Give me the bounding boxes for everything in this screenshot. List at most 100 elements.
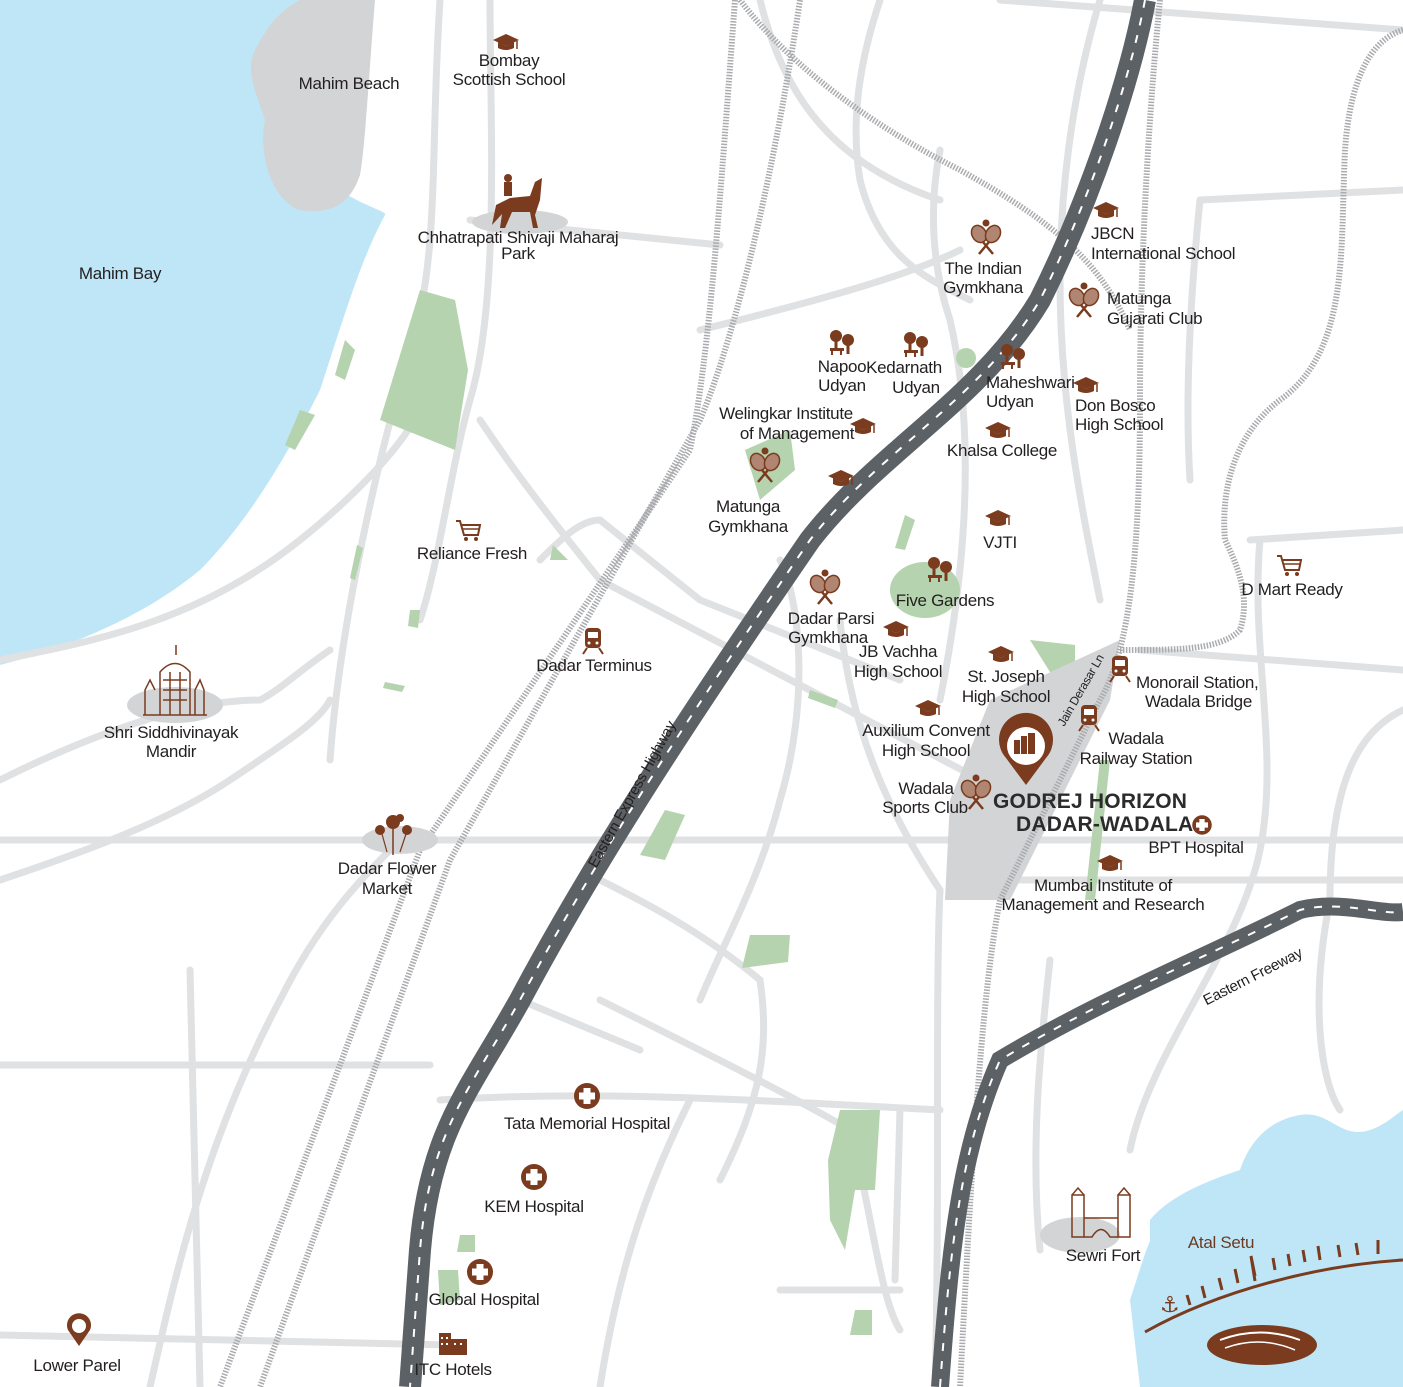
label-bombay-scottish-2[interactable]: Scottish School bbox=[452, 70, 566, 89]
label-five-gardens[interactable]: Five Gardens bbox=[895, 591, 995, 610]
hospital-cross-icon bbox=[467, 1259, 493, 1285]
label-st-joseph-2[interactable]: High School bbox=[961, 687, 1051, 706]
label-st-joseph-1[interactable]: St. Joseph bbox=[967, 667, 1045, 686]
label-khalsa[interactable]: Khalsa College bbox=[946, 441, 1058, 460]
label-don-bosco-1[interactable]: Don Bosco bbox=[1075, 396, 1156, 415]
label-jb-vachha-1[interactable]: JB Vachha bbox=[858, 642, 938, 661]
park-trees-icon bbox=[830, 330, 854, 355]
project-name-line2[interactable]: DADAR-WADALA bbox=[1016, 813, 1194, 836]
label-welingkar-2[interactable]: of Management bbox=[739, 424, 855, 443]
tennis-rackets-icon bbox=[967, 218, 1005, 256]
label-kedarnath-1[interactable]: Kedarnath bbox=[866, 358, 942, 377]
eastern-freeway bbox=[931, 897, 1403, 1387]
water-label-atal-setu: Atal Setu bbox=[1187, 1233, 1255, 1252]
label-jb-vachha-2[interactable]: High School bbox=[853, 662, 943, 681]
label-shivaji-park-2[interactable]: Park bbox=[501, 244, 535, 263]
label-monorail-1[interactable]: Monorail Station, bbox=[1136, 673, 1259, 692]
label-itc[interactable]: ITC Hotels bbox=[414, 1360, 492, 1379]
label-tata[interactable]: Tata Memorial Hospital bbox=[503, 1114, 671, 1133]
label-kedarnath-2[interactable]: Udyan bbox=[892, 378, 940, 397]
label-bpt[interactable]: BPT Hospital bbox=[1148, 838, 1244, 857]
label-indian-gymkhana-1[interactable]: The Indian bbox=[944, 259, 1022, 278]
label-wadala-sports-1[interactable]: Wadala bbox=[898, 779, 954, 798]
location-pin-icon bbox=[67, 1313, 91, 1346]
train-icon bbox=[582, 627, 604, 655]
label-flower-1[interactable]: Dadar Flower bbox=[337, 859, 437, 878]
label-welingkar-1[interactable]: Welingkar Institute bbox=[719, 404, 853, 423]
train-icon bbox=[1078, 704, 1100, 732]
label-jbcn-1[interactable]: JBCN bbox=[1091, 224, 1135, 243]
label-auxilium-1[interactable]: Auxilium Convent bbox=[862, 721, 990, 740]
anchor-icon: ⚓ bbox=[1160, 1293, 1180, 1318]
park-trees-icon bbox=[1001, 344, 1025, 369]
temple-icon bbox=[143, 645, 207, 716]
label-dadar-parsi-1[interactable]: Dadar Parsi bbox=[787, 609, 875, 628]
tennis-rackets-icon bbox=[746, 446, 784, 484]
label-monorail-2[interactable]: Wadala Bridge bbox=[1145, 692, 1252, 711]
label-matunga-gujarati-1[interactable]: Matunga bbox=[1107, 289, 1172, 308]
tennis-rackets-icon bbox=[806, 568, 844, 606]
label-napoo-2[interactable]: Udyan bbox=[818, 376, 866, 395]
label-matunga-gym-1[interactable]: Matunga bbox=[715, 497, 781, 516]
graduation-cap-icon bbox=[1096, 854, 1124, 872]
fort-icon bbox=[1071, 1186, 1131, 1238]
label-napoo-1[interactable]: Napoo bbox=[817, 357, 867, 376]
tennis-rackets-icon bbox=[1065, 281, 1103, 319]
label-mimr-2[interactable]: Management and Research bbox=[1001, 895, 1205, 914]
project-name-line1[interactable]: GODREJ HORIZON bbox=[993, 790, 1188, 813]
atal-setu-bridge bbox=[1144, 1240, 1403, 1334]
graduation-cap-icon bbox=[987, 645, 1015, 663]
eastern-express-highway bbox=[399, 0, 1156, 1387]
hotel-building-icon bbox=[439, 1333, 467, 1355]
label-indian-gymkhana-2[interactable]: Gymkhana bbox=[943, 278, 1023, 297]
location-pin-building-icon bbox=[998, 712, 1053, 785]
train-icon bbox=[1109, 655, 1131, 683]
label-siddhivinayak-2[interactable]: Mandir bbox=[145, 742, 197, 761]
label-wadala-rly-2[interactable]: Railway Station bbox=[1079, 749, 1193, 768]
park-trees-icon bbox=[904, 332, 928, 357]
label-mimr-1[interactable]: Mumbai Institute of bbox=[1034, 876, 1172, 895]
harbour-water bbox=[1150, 1110, 1403, 1387]
label-dadar-terminus[interactable]: Dadar Terminus bbox=[536, 656, 652, 675]
graduation-cap-icon bbox=[984, 421, 1012, 439]
label-auxilium-2[interactable]: High School bbox=[881, 741, 971, 760]
graduation-cap-icon bbox=[827, 469, 855, 487]
label-lower-parel[interactable]: Lower Parel bbox=[33, 1356, 121, 1375]
water-label-mahim-bay: Mahim Bay bbox=[78, 264, 162, 283]
label-wadala-rly-1[interactable]: Wadala bbox=[1108, 729, 1164, 748]
label-maheshwari-2[interactable]: Udyan bbox=[986, 392, 1034, 411]
flowers-icon bbox=[375, 814, 412, 855]
label-don-bosco-2[interactable]: High School bbox=[1075, 415, 1164, 434]
label-shivaji-park-1[interactable]: Chhatrapati Shivaji Maharaj bbox=[417, 228, 619, 247]
label-flower-2[interactable]: Market bbox=[361, 879, 413, 898]
shopping-cart-icon bbox=[1276, 555, 1302, 577]
label-wadala-sports-2[interactable]: Sports Club bbox=[882, 798, 968, 817]
label-mahim-beach[interactable]: Mahim Beach bbox=[298, 74, 400, 93]
label-jbcn-2[interactable]: International School bbox=[1091, 244, 1236, 263]
hospital-cross-icon bbox=[1192, 815, 1212, 835]
label-matunga-gym-2[interactable]: Gymkhana bbox=[708, 517, 788, 536]
graduation-cap-icon bbox=[492, 33, 520, 51]
graduation-cap-icon bbox=[984, 509, 1012, 527]
label-vjti[interactable]: VJTI bbox=[983, 533, 1017, 552]
label-siddhivinayak-1[interactable]: Shri Siddhivinayak bbox=[103, 723, 239, 742]
label-maheshwari-1[interactable]: Maheshwari bbox=[986, 373, 1075, 392]
label-kem[interactable]: KEM Hospital bbox=[484, 1197, 584, 1216]
label-dadar-parsi-2[interactable]: Gymkhana bbox=[788, 628, 868, 647]
graduation-cap-icon bbox=[914, 699, 942, 717]
label-sewri[interactable]: Sewri Fort bbox=[1065, 1246, 1141, 1265]
label-global[interactable]: Global Hospital bbox=[428, 1290, 540, 1309]
graduation-cap-icon bbox=[882, 620, 910, 638]
park-trees-icon bbox=[928, 557, 952, 582]
graduation-cap-icon bbox=[1092, 201, 1120, 219]
label-dmart[interactable]: D Mart Ready bbox=[1241, 580, 1343, 599]
hospital-cross-icon bbox=[521, 1164, 547, 1190]
graduation-cap-icon bbox=[1072, 376, 1100, 394]
label-reliance[interactable]: Reliance Fresh bbox=[416, 544, 528, 563]
label-matunga-gujarati-2[interactable]: Gujarati Club bbox=[1107, 309, 1203, 328]
label-bombay-scottish-1[interactable]: Bombay bbox=[478, 51, 540, 70]
mahim-beach bbox=[250, 0, 375, 212]
equestrian-statue-icon bbox=[492, 174, 542, 228]
